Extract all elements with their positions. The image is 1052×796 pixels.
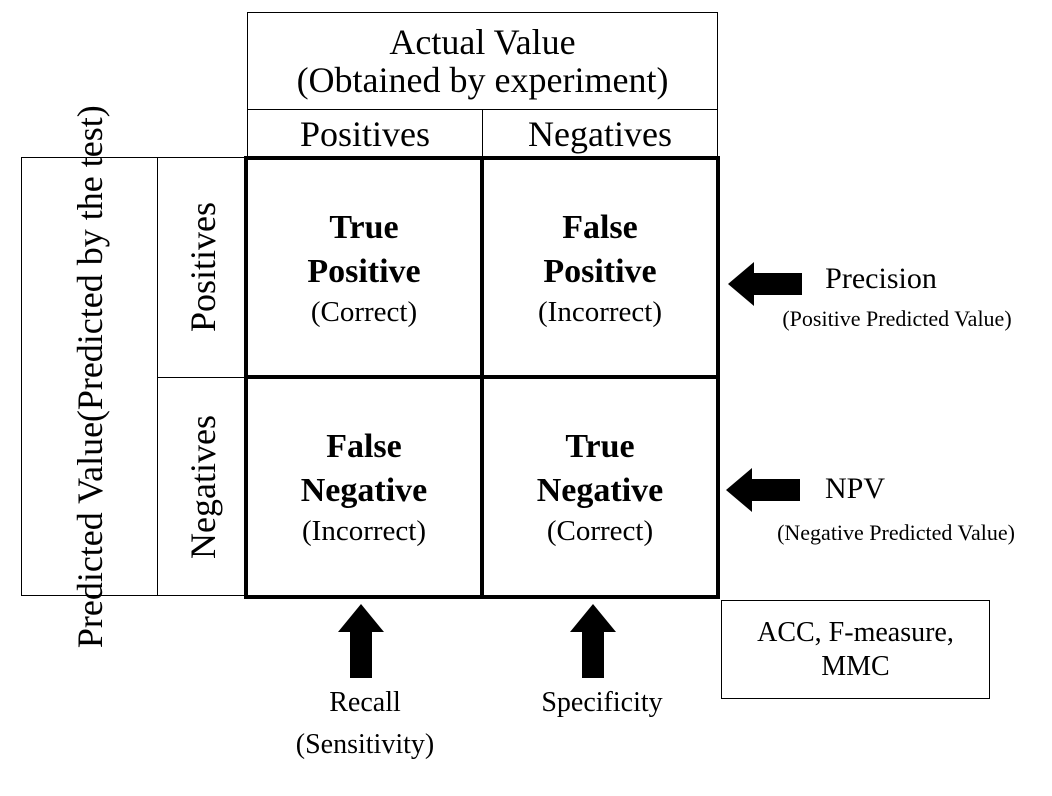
predicted-value-label: Predicted Value (Predicted by the test) (69, 104, 110, 649)
predicted-positives-header: Positives (157, 157, 248, 378)
actual-value-title: Actual Value (389, 22, 576, 62)
precision-sublabel: (Positive Predicted Value) (782, 306, 1012, 331)
fn-note: (Incorrect) (302, 515, 426, 547)
actual-negatives-header: Negatives (482, 109, 718, 159)
cell-false-negative: False Negative (Incorrect) (248, 379, 480, 595)
predicted-positives-label: Positives (182, 202, 223, 333)
npv-sublabel: (Negative Predicted Value) (777, 520, 1015, 545)
predicted-value-header: Predicted Value (Predicted by the test) (21, 105, 158, 648)
specificity-label: Specificity (541, 687, 663, 718)
actual-negatives-label: Negatives (528, 114, 672, 154)
tp-note: (Correct) (310, 295, 418, 328)
arrow-up-icon (570, 604, 616, 678)
precision-label: Precision (825, 262, 937, 295)
npv-label: NPV (824, 472, 885, 505)
tn-note: (Correct) (546, 515, 654, 547)
fn-line1: False (326, 428, 402, 465)
fp-line1: False (562, 208, 638, 246)
overall-metrics-line1: ACC, F-measure, (757, 616, 954, 648)
overall-metrics-box: ACC, F-measure, MMC (721, 600, 990, 699)
recall-label: Recall (329, 687, 401, 718)
matrix-horizontal-divider (244, 375, 720, 379)
recall-sublabel: (Sensitivity) (295, 729, 435, 760)
fp-note: (Incorrect) (538, 295, 662, 328)
tn-line2: Negative (536, 472, 664, 509)
actual-positives-label: Positives (299, 114, 431, 154)
actual-value-subtitle: (Obtained by experiment) (296, 60, 669, 100)
predicted-value-subtitle: (Predicted by the test) (69, 104, 110, 422)
arrow-left-icon (728, 262, 802, 306)
tp-line1: True (329, 208, 399, 246)
cell-true-negative: True Negative (Correct) (484, 379, 716, 595)
cell-true-positive: True Positive (Correct) (248, 160, 480, 375)
actual-value-header: Actual Value (Obtained by experiment) (247, 12, 718, 110)
tp-line2: Positive (307, 252, 421, 290)
cell-false-positive: False Positive (Incorrect) (484, 160, 716, 375)
predicted-value-title: Predicted Value (69, 421, 110, 649)
actual-positives-header: Positives (247, 109, 483, 159)
predicted-negatives-header: Negatives (157, 377, 248, 596)
predicted-negatives-label: Negatives (182, 414, 223, 559)
arrow-up-icon (338, 604, 384, 678)
fn-line2: Negative (300, 472, 428, 509)
arrow-left-icon (726, 468, 800, 512)
overall-metrics-line2: MMC (821, 650, 890, 682)
tn-line1: True (565, 428, 635, 465)
fp-line2: Positive (543, 252, 657, 290)
